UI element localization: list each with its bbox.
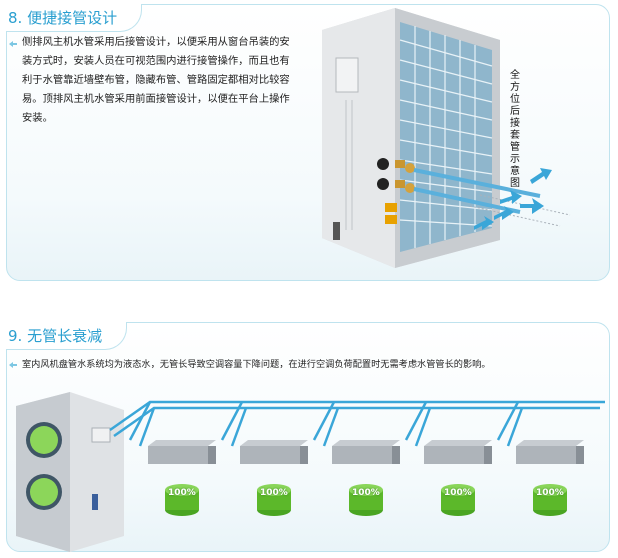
section-title-tab: 8. 便捷接管设计 — [6, 4, 143, 32]
section-title-tab: 9. 无管长衰减 — [6, 322, 128, 350]
diagram-vertical-label: 全方位后接套管示意图 — [510, 70, 520, 189]
section-easy-piping: 8. 便捷接管设计 — [6, 4, 610, 281]
pipe-network — [109, 400, 605, 447]
section-paragraph: 室内风机盘管水系统均为液态水，无管长导致空调容量下降问题，在进行空调负荷配置时无… — [22, 359, 491, 370]
capacity-percent: 100% — [352, 488, 380, 498]
capacity-badges — [165, 484, 567, 516]
indoor-units — [148, 440, 584, 464]
bullet-icon — [9, 362, 17, 368]
nameplate — [333, 222, 340, 240]
capacity-percent: 100% — [168, 488, 196, 498]
capacity-percent: 100% — [536, 488, 564, 498]
section-title: 8. 便捷接管设计 — [8, 9, 118, 27]
capacity-percent: 100% — [444, 488, 472, 498]
rear-pipes — [413, 168, 541, 214]
section-title: 9. 无管长衰减 — [8, 327, 103, 345]
capacity-percent: 100% — [260, 488, 288, 498]
section-paragraph: 侧排风主机水管采用后接管设计，以便采用从窗台吊装的安装方式时，安装人员在可视范围… — [22, 36, 290, 124]
bullet-icon — [9, 41, 17, 47]
coil-grille — [400, 22, 492, 252]
direction-arrows — [474, 168, 552, 230]
